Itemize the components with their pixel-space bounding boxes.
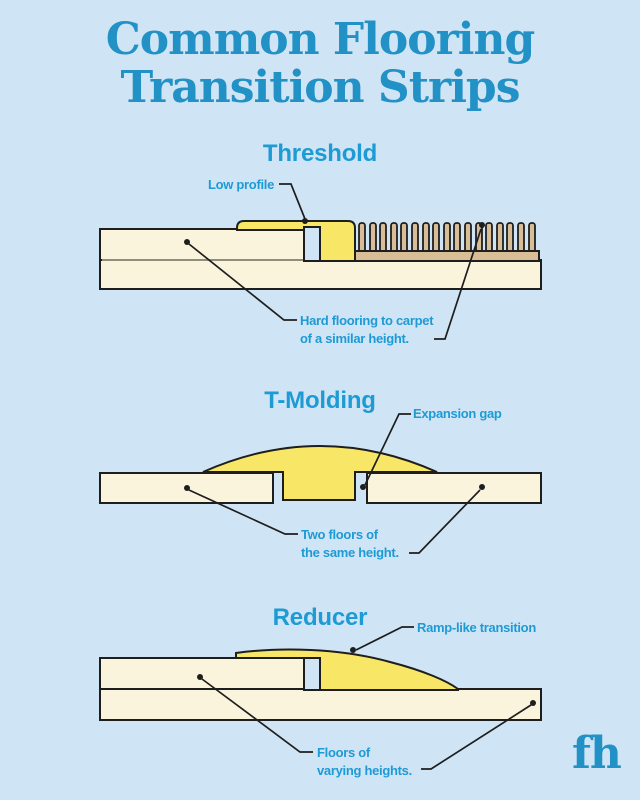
page-title: Common Flooring Transition Strips [0,16,640,112]
callout-reducer-floors-line-2: varying heights. [317,763,412,778]
leader-two-floors-right [409,489,481,554]
callout-reducer-floors: Floors of varying heights. [317,744,412,780]
reducer-gap [303,657,321,691]
leader-hard-flooring [188,243,297,321]
callout-t-molding-floors: Two floors of the same height. [301,526,399,562]
t-molding-diagram [99,413,542,554]
page-title-line-1: Common Flooring [105,14,535,65]
reducer-diagram [99,626,542,770]
leader-dot-upper-plank [197,674,203,680]
carpet-base [354,250,540,262]
leader-expansion-gap [364,413,411,486]
callout-reducer-floors-line-1: Floors of [317,745,370,760]
reducer-upper-plank [99,657,321,690]
section-title-reducer: Reducer [272,604,368,631]
leader-floors-right [421,704,532,770]
page-title-line-2: Transition Strips [120,62,521,113]
leader-dot-right-plank [479,484,485,490]
section-title-t-molding: T-Molding [264,387,376,414]
leader-dot-expansion-gap [360,484,366,490]
callout-low-profile: Low profile [208,177,275,192]
threshold-strip [236,220,356,262]
carpet-bristles [358,222,536,256]
callout-t-molding-floors-line-2: the same height. [301,545,399,560]
callout-threshold-floors-line-2: of a similar height. [300,331,409,346]
threshold-gap [303,226,321,262]
leader-dot-hard-flooring [184,239,190,245]
t-molding-right-plank [366,472,542,504]
threshold-diagram [99,183,542,340]
leader-dot-threshold-strip [302,218,308,224]
leader-two-floors-left [188,489,298,535]
section-title-threshold: Threshold [262,140,378,167]
t-molding-strip [202,445,438,501]
callout-expansion-gap: Expansion gap [413,406,502,421]
leader-dot-carpet [479,222,485,228]
leader-dot-left-plank [184,485,190,491]
leader-floors-left [201,678,313,753]
reducer-strip [235,648,459,691]
reducer-subfloor-slab [99,688,542,721]
threshold-hard-flooring-plank [99,228,321,261]
leader-ramp [355,626,414,651]
leader-dot-ramp [350,647,356,653]
leader-dot-lower-slab [530,700,536,706]
leader-carpet [434,228,482,340]
callout-threshold-floors: Hard flooring to carpet of a similar hei… [300,312,434,348]
threshold-subfloor [99,259,542,290]
callout-ramp-like-transition: Ramp-like transition [417,620,536,635]
leader-low-profile [279,183,306,220]
callout-t-molding-floors-line-1: Two floors of [301,527,378,542]
brand-logo-fh: fh [572,728,622,779]
callout-threshold-floors-line-1: Hard flooring to carpet [300,313,434,328]
